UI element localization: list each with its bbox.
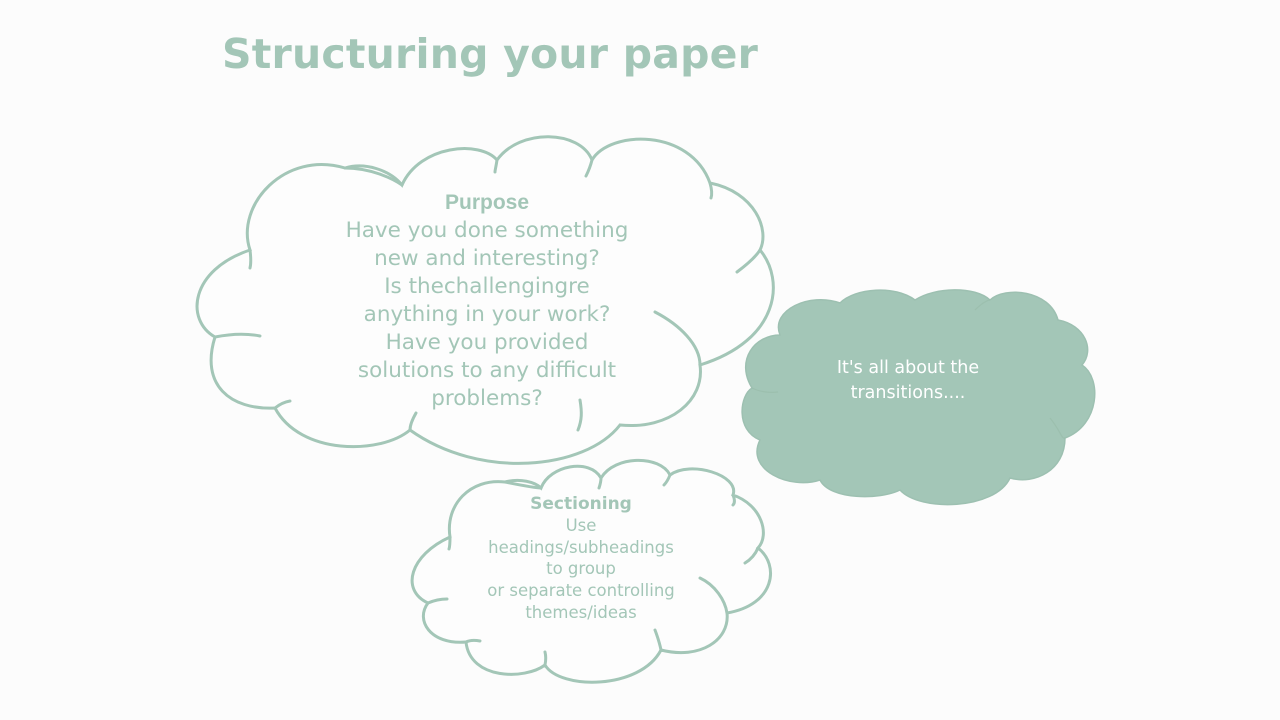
purpose-line: solutions to any difficult (357, 358, 617, 383)
purpose-line: problems? (431, 386, 543, 411)
purpose-line: Is thechallengingre (384, 274, 590, 299)
sectioning-heading: Sectioning (530, 494, 632, 514)
sectioning-cloud-text: Sectioning Use headings/subheadings to g… (431, 493, 731, 624)
purpose-line: Have you done something (345, 218, 629, 243)
sectioning-line: headings/subheadings (488, 537, 674, 557)
sectioning-line: or separate controlling (487, 581, 675, 601)
purpose-heading: Purpose (444, 191, 530, 214)
sectioning-line: Use (565, 516, 597, 535)
purpose-cloud-text: Purpose Have you done something new and … (287, 189, 687, 413)
cloud-outline-sectioning (410, 458, 773, 684)
purpose-line: new and interesting? (374, 246, 600, 271)
cloud-outline-purpose (195, 135, 775, 465)
purpose-line: Have you provided (385, 330, 589, 355)
slide-title: Structuring your paper (222, 30, 759, 78)
transitions-line: It's all about the (836, 358, 980, 378)
sectioning-line: themes/ideas (525, 602, 637, 622)
transitions-line: transitions.... (850, 383, 966, 403)
sectioning-line: to group (546, 559, 616, 579)
purpose-line: anything in your work? (363, 302, 611, 327)
cloud-filled-transitions (741, 289, 1096, 506)
transitions-cloud-text: It's all about the transitions.... (808, 356, 1008, 406)
